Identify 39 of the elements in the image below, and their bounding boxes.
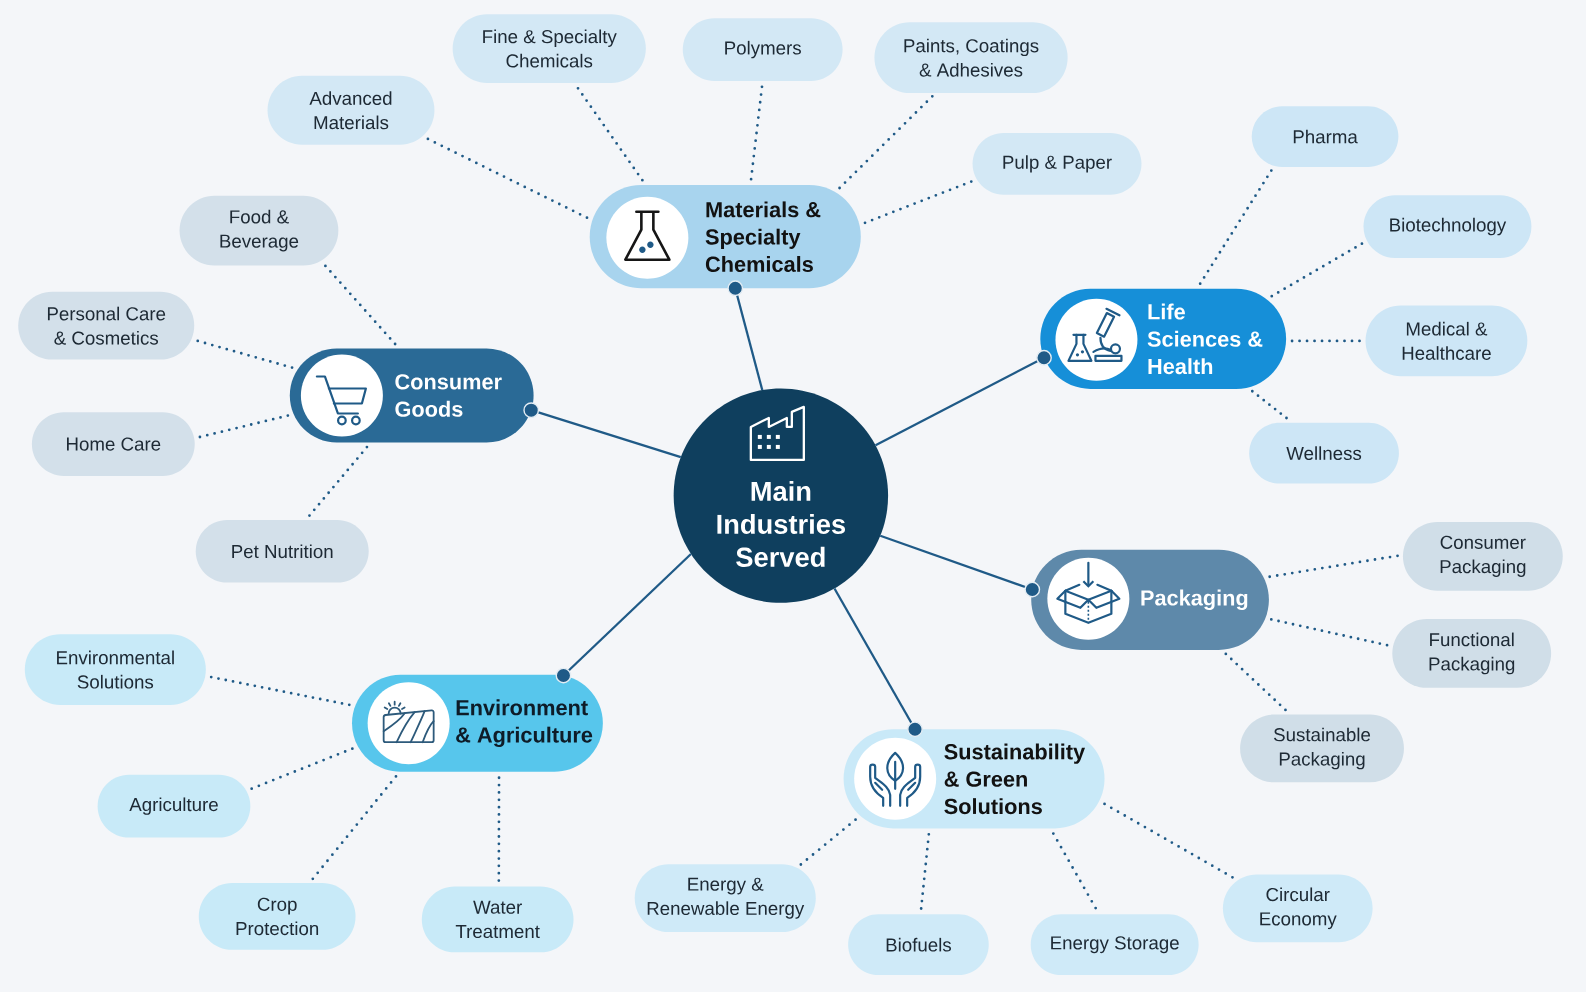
dotted-line (249, 746, 356, 791)
dotted-line (1223, 651, 1289, 713)
connector-line (875, 349, 1052, 447)
dotted-line (1101, 801, 1236, 880)
industry-pill: Fine & Specialty Chemicals (452, 14, 646, 83)
connector-line (833, 587, 923, 738)
dotted-line (1051, 830, 1099, 912)
industry-pill: Polymers (682, 18, 843, 81)
dotted-line (497, 774, 501, 884)
industry-pill: Biotechnology (1363, 195, 1532, 258)
dotted-line (307, 444, 370, 518)
dotted-line (862, 179, 974, 225)
dotted-line (310, 773, 399, 881)
industry-pill: Pulp & Paper (972, 133, 1142, 195)
dotted-line (197, 413, 291, 439)
dotted-line (1198, 168, 1274, 287)
dotted-line (425, 136, 590, 220)
industry-pill: Circular Economy (1222, 874, 1373, 943)
industry-pill: Home Care (31, 412, 195, 476)
dotted-line (798, 817, 859, 867)
dotted-line (1249, 388, 1291, 422)
industry-pill: Energy Storage (1030, 914, 1199, 976)
dotted-line (1268, 617, 1390, 647)
dotted-line (208, 675, 353, 707)
dotted-line (194, 339, 295, 370)
connector-line (555, 553, 692, 684)
dotted-line (749, 83, 764, 183)
dotted-line (1289, 339, 1363, 343)
dotted-line (575, 85, 645, 183)
industry-pill: Energy & Renewable Energy (634, 864, 816, 933)
dotted-line (1266, 554, 1400, 579)
industry-pill: Paints, Coatings & Adhesives (874, 22, 1068, 94)
dotted-line (322, 262, 398, 347)
dotted-line (837, 94, 934, 191)
dotted-line (1269, 241, 1365, 299)
connector-line (727, 280, 764, 391)
dotted-line (919, 831, 931, 912)
connector-line (879, 534, 1041, 598)
connector-line (523, 402, 682, 459)
